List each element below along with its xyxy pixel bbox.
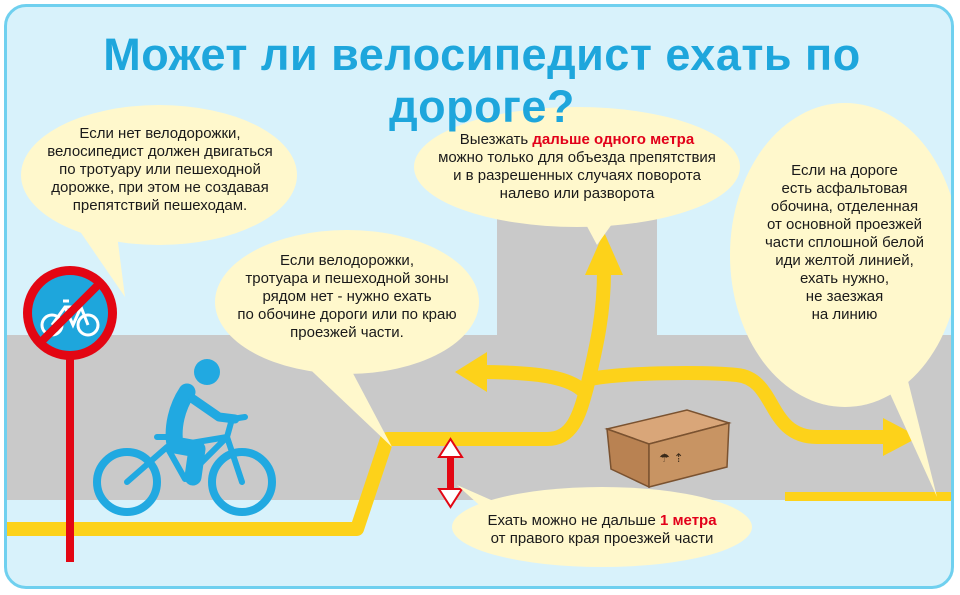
bubbles (21, 103, 951, 567)
sign-post (66, 347, 74, 562)
bubble-line: Если на дороге (791, 162, 898, 179)
bubble-beyond-one-meter (414, 107, 740, 227)
bubble-beyond-one-meter-text: Выезжать дальше одного метра можно тольк… (417, 131, 737, 203)
bubble-line: можно только для объезда препятствия (438, 149, 716, 166)
bubble-no-bike-path-text: Если нет велодорожки, велосипедист долже… (25, 125, 295, 215)
bubble-one-meter-text: Ехать можно не дальше 1 метра от правого… (462, 512, 742, 548)
bubble-line: по тротуару или пешеходной (59, 161, 261, 178)
svg-text:☂ ⇡: ☂ ⇡ (659, 451, 684, 465)
page-title: Может ли велосипедист ехать по дороге? (103, 29, 861, 132)
bubble-one-meter (452, 487, 752, 567)
bubble-line: препятствий пешеходам. (72, 197, 248, 214)
bubble-asphalt-shoulder (730, 103, 951, 407)
bubble-asphalt-shoulder-text: Если на дороге есть асфальтовая обочина,… (757, 162, 932, 324)
no-bicycle-sign-icon (23, 266, 117, 360)
infographic-frame: ☂ ⇡ (4, 4, 954, 589)
bubble-line: на линию (811, 306, 878, 323)
bubble-line: Выезжать дальше одного метра (417, 131, 737, 149)
arrow-head-up (585, 232, 623, 275)
emphasis-beyond-one-meter: дальше одного метра (532, 131, 695, 148)
bubble-no-bike-path (21, 105, 297, 245)
bubble-line: обочина, отделенная (770, 198, 919, 215)
bubble-line-prefix: Выезжать (459, 131, 533, 148)
cyclist-icon (93, 359, 276, 516)
bubble-line: Если нет велодорожки, (79, 125, 241, 142)
bubble-line: по обочине дороги или по краю (237, 306, 457, 323)
bubble-line: есть асфальтовая (781, 180, 908, 197)
bubble-line: налево или разворота (499, 185, 655, 202)
bubble-line: и в разрешенных случаях поворота (453, 167, 701, 184)
scene-illustration: ☂ ⇡ (7, 103, 951, 567)
bubble-line: от основной проезжей (766, 216, 923, 233)
shoulder-line (785, 492, 951, 501)
bubble-line: рядом нет - нужно ехать (262, 288, 432, 305)
bubble-line: не заезжая (805, 288, 884, 305)
bubble-line: Если велодорожки, (280, 252, 414, 269)
bubble-line: ехать нужно, (800, 270, 889, 287)
bubble-no-sidewalk-text: Если велодорожки, тротуара и пешеходной … (217, 252, 477, 342)
arrow-head-left (455, 352, 487, 392)
arrow-head-right (883, 418, 919, 456)
bubble-no-sidewalk (215, 230, 479, 374)
bubble-line: от правого края проезжей части (490, 530, 714, 547)
bubble-line: дорожке, при этом не создавая (51, 179, 269, 196)
double-arrow-icon (437, 437, 464, 509)
bubble-line-prefix: Ехать можно не дальше (487, 512, 660, 529)
bubble-line: иди желтой линией, (775, 252, 914, 269)
bubble-line: велосипедист должен двигаться (47, 143, 273, 160)
bubble-line: проезжей части. (290, 324, 404, 341)
emphasis-one-meter: 1 метра (659, 512, 717, 529)
route-arrows (7, 265, 894, 536)
cardboard-box-icon: ☂ ⇡ (604, 409, 732, 489)
bubble-line: тротуара и пешеходной зоны (245, 270, 449, 287)
bubble-line: Ехать можно не дальше 1 метра (462, 512, 742, 530)
bubble-line: части сплошной белой (764, 234, 925, 251)
